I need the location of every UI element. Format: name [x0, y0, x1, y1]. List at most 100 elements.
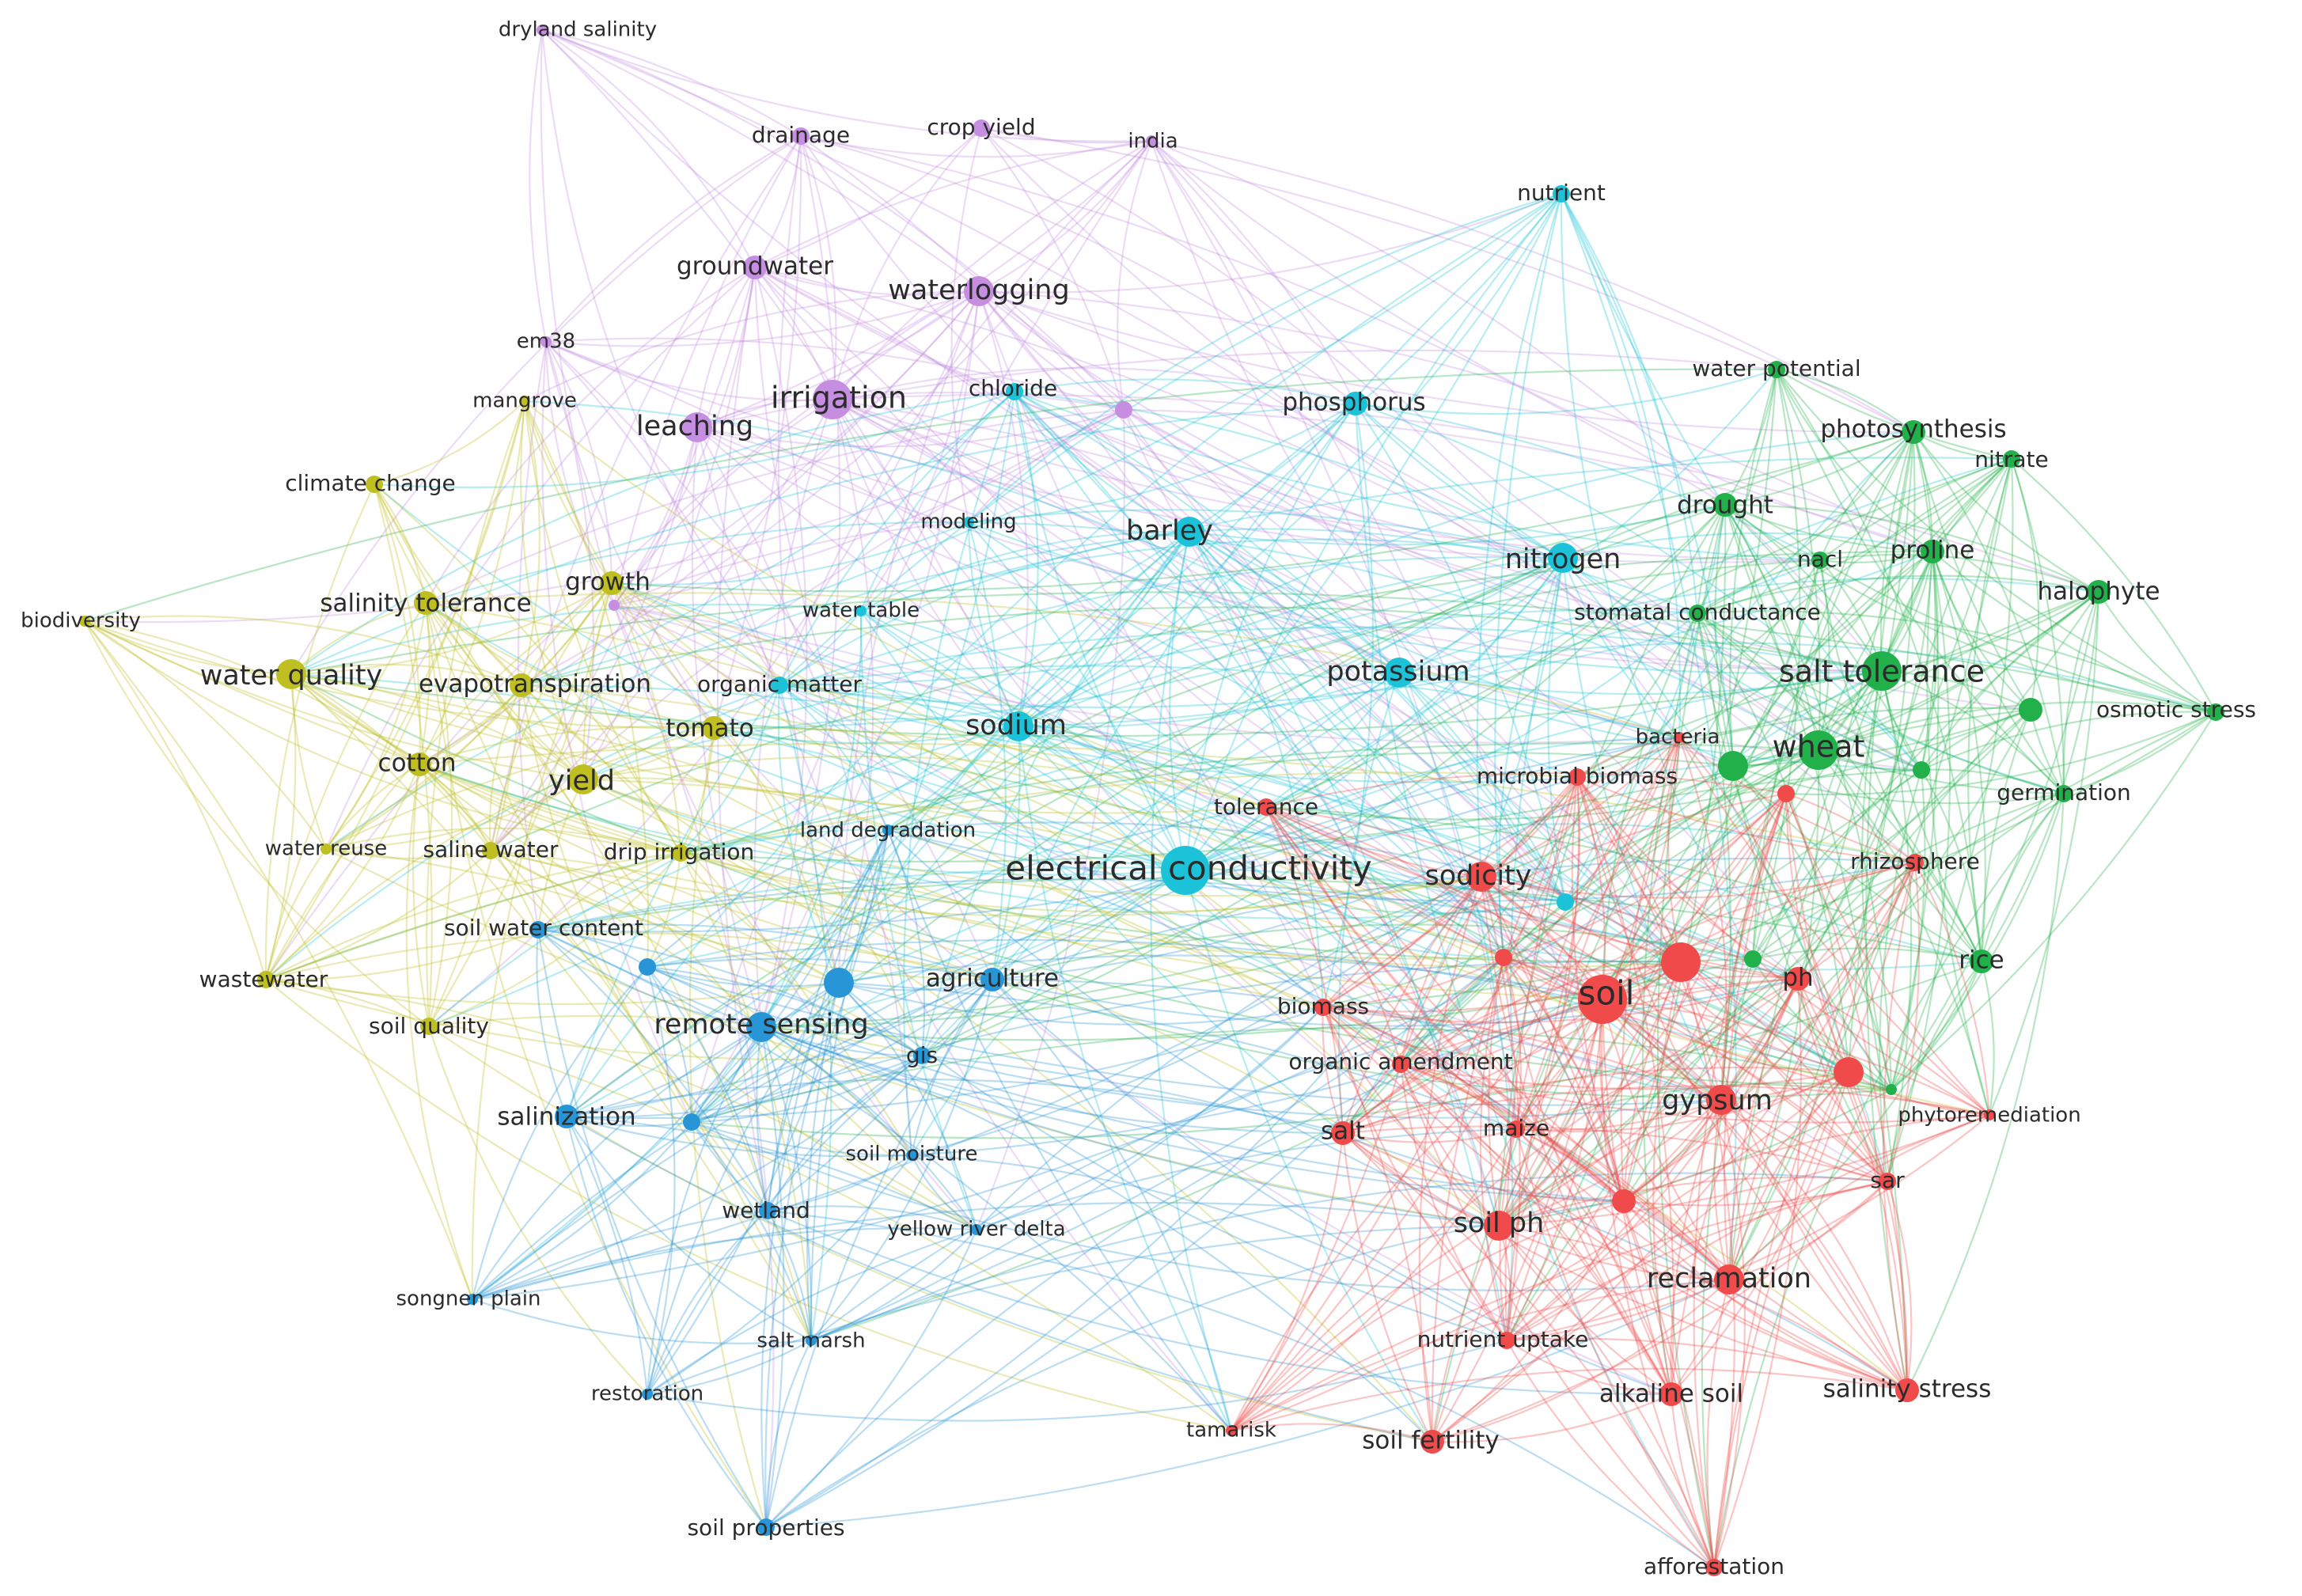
keyword-label[interactable]: sar — [1870, 1167, 1905, 1193]
keyword-label[interactable]: remote sensing — [654, 1009, 868, 1041]
keyword-node[interactable] — [2055, 785, 2073, 802]
keyword-node[interactable] — [1713, 493, 1737, 517]
keyword-label[interactable]: restoration — [591, 1382, 703, 1406]
keyword-node[interactable] — [1970, 950, 1993, 973]
keyword-node[interactable] — [642, 1389, 653, 1400]
keyword-label[interactable]: photosynthesis — [1820, 415, 2006, 444]
keyword-label[interactable]: salt tolerance — [1779, 654, 1985, 689]
keyword-node[interactable] — [1744, 950, 1762, 968]
keyword-node[interactable] — [257, 971, 275, 988]
keyword-node[interactable] — [1314, 999, 1332, 1016]
keyword-label[interactable]: nutrient — [1517, 180, 1606, 206]
keyword-label[interactable]: reclamation — [1647, 1263, 1811, 1295]
keyword-label[interactable]: irrigation — [771, 381, 907, 415]
keyword-label[interactable]: gypsum — [1662, 1085, 1773, 1116]
keyword-node[interactable] — [2087, 580, 2110, 604]
keyword-node[interactable] — [1226, 1425, 1237, 1436]
keyword-label[interactable]: alkaline soil — [1599, 1380, 1743, 1408]
keyword-label[interactable]: wetland — [722, 1197, 810, 1223]
keyword-label[interactable]: salinity tolerance — [320, 589, 531, 618]
keyword-label[interactable]: nitrogen — [1505, 544, 1621, 575]
keyword-label[interactable]: songnen plain — [396, 1287, 540, 1311]
keyword-node[interactable] — [771, 677, 788, 694]
keyword-node[interactable] — [537, 25, 548, 36]
keyword-node[interactable] — [757, 1518, 775, 1536]
keyword-node[interactable] — [759, 1202, 776, 1219]
keyword-node[interactable] — [963, 517, 974, 528]
keyword-node[interactable] — [1392, 1056, 1409, 1073]
keyword-node[interactable] — [746, 1012, 776, 1042]
keyword-label[interactable]: stomatal conductance — [1574, 599, 1821, 625]
keyword-node[interactable] — [882, 825, 893, 836]
keyword-label[interactable]: drought — [1677, 491, 1773, 520]
keyword-label[interactable]: germination — [1997, 779, 2131, 806]
keyword-label[interactable]: water quality — [200, 660, 383, 692]
keyword-node[interactable] — [1146, 135, 1157, 146]
keyword-label[interactable]: soil water content — [444, 915, 643, 941]
keyword-node[interactable] — [1714, 1264, 1744, 1295]
keyword-node[interactable] — [672, 844, 689, 862]
keyword-label[interactable]: dryland salinity — [499, 18, 657, 42]
keyword-node[interactable] — [2003, 450, 2020, 468]
keyword-label[interactable]: phosphorus — [1282, 389, 1425, 417]
keyword-node[interactable] — [1706, 1085, 1736, 1115]
keyword-node[interactable] — [414, 591, 438, 615]
keyword-node[interactable] — [1799, 730, 1838, 770]
keyword-label[interactable]: soil properties — [687, 1514, 844, 1541]
keyword-node[interactable] — [1984, 1109, 1995, 1120]
keyword-label[interactable]: soil moisture — [846, 1143, 978, 1166]
keyword-node[interactable] — [1331, 1121, 1355, 1145]
keyword-label[interactable]: salinity stress — [1823, 1375, 1992, 1404]
keyword-label[interactable]: soil quality — [369, 1013, 489, 1039]
keyword-node[interactable] — [1507, 1120, 1525, 1138]
keyword-node[interactable] — [510, 673, 533, 697]
keyword-label[interactable]: climate change — [285, 470, 456, 496]
keyword-node[interactable] — [1913, 761, 1930, 779]
keyword-node[interactable] — [913, 1047, 931, 1064]
keyword-label[interactable]: organic matter — [697, 671, 863, 697]
keyword-node[interactable] — [482, 842, 499, 859]
keyword-node[interactable] — [682, 412, 712, 442]
keyword-label[interactable]: cotton — [378, 749, 457, 778]
keyword-label[interactable]: evapotranspiration — [419, 670, 651, 699]
keyword-node[interactable] — [813, 380, 852, 419]
keyword-node[interactable] — [1420, 1430, 1444, 1454]
keyword-label[interactable]: barley — [1126, 515, 1213, 547]
keyword-node[interactable] — [1768, 361, 1785, 378]
keyword-label[interactable]: biomass — [1277, 993, 1369, 1019]
keyword-node[interactable] — [1902, 420, 1925, 444]
keyword-node[interactable] — [973, 119, 990, 137]
keyword-node[interactable] — [1344, 392, 1367, 415]
keyword-label[interactable]: maize — [1483, 1115, 1549, 1141]
keyword-node[interactable] — [1006, 383, 1023, 400]
keyword-label[interactable]: nitrate — [1974, 446, 2048, 472]
keyword-node[interactable] — [1879, 1173, 1896, 1190]
keyword-label[interactable]: modeling — [920, 510, 1016, 534]
keyword-label[interactable]: india — [1128, 130, 1178, 154]
keyword-node[interactable] — [555, 1105, 578, 1128]
keyword-label[interactable]: salinization — [497, 1103, 635, 1132]
keyword-label[interactable]: wheat — [1773, 730, 1865, 764]
keyword-label[interactable]: crop yield — [927, 114, 1035, 140]
keyword-label[interactable]: biodiversity — [21, 609, 141, 633]
keyword-node[interactable] — [519, 396, 530, 407]
keyword-node[interactable] — [806, 1335, 817, 1346]
keyword-label[interactable]: saline water — [423, 836, 559, 862]
keyword-node[interactable] — [1257, 798, 1275, 816]
keyword-label[interactable]: growth — [565, 568, 650, 597]
keyword-node[interactable] — [2207, 703, 2224, 721]
keyword-node[interactable] — [1466, 862, 1496, 892]
keyword-node[interactable] — [276, 659, 306, 689]
keyword-node[interactable] — [1568, 768, 1586, 786]
keyword-label[interactable]: land degradation — [800, 819, 976, 843]
keyword-node[interactable] — [1921, 540, 1944, 563]
keyword-label[interactable]: soil fertility — [1362, 1427, 1499, 1455]
keyword-label[interactable]: water potential — [1692, 355, 1860, 381]
keyword-node[interactable] — [600, 571, 624, 595]
keyword-node[interactable] — [1705, 1559, 1723, 1576]
keyword-label[interactable]: wastewater — [199, 966, 328, 992]
keyword-label[interactable]: phytoremediation — [1898, 1104, 2080, 1128]
keyword-node[interactable] — [1161, 846, 1210, 895]
keyword-node[interactable] — [1718, 751, 1748, 781]
keyword-node[interactable] — [1906, 854, 1924, 871]
